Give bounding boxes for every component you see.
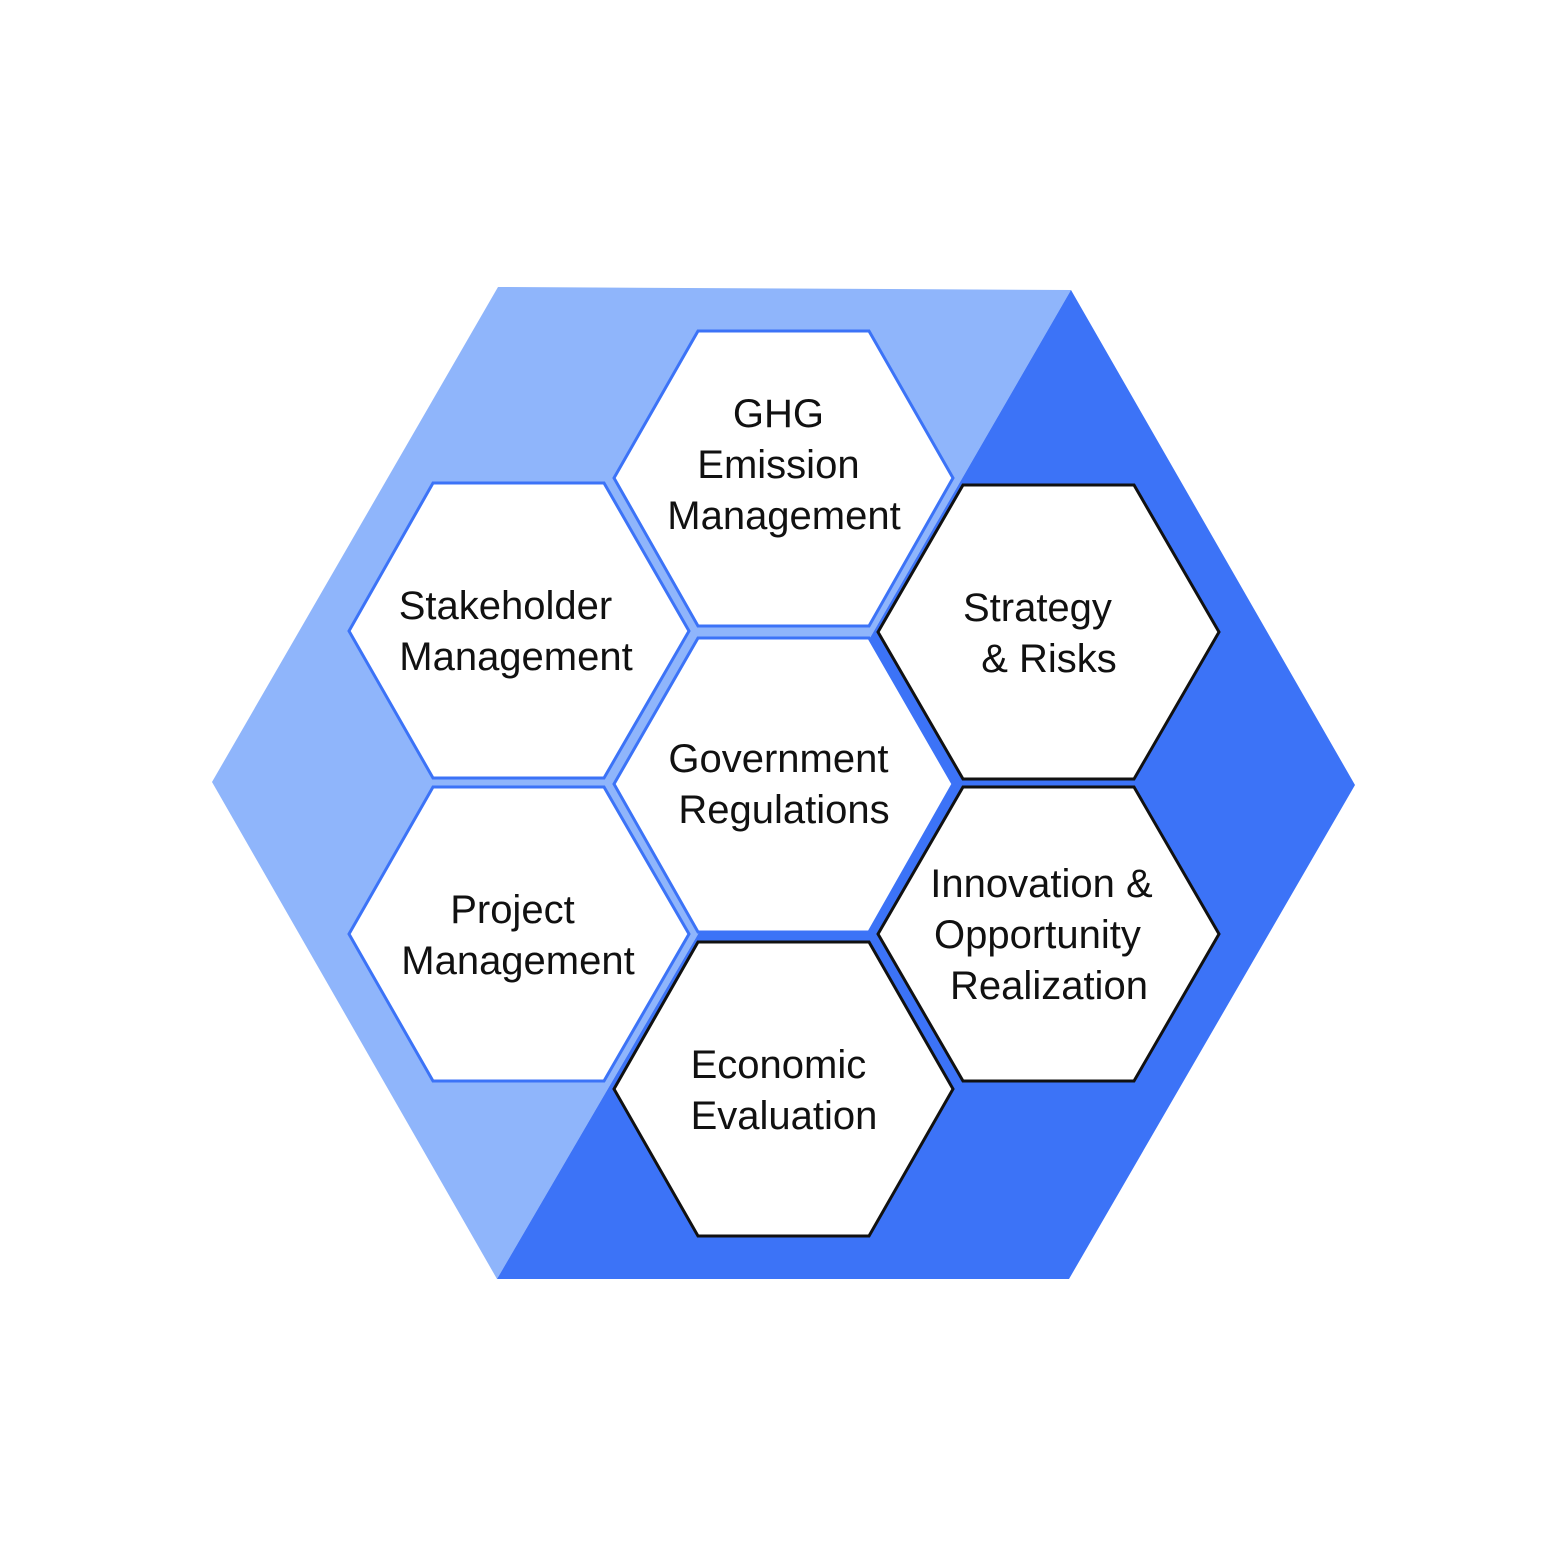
hex-cell-government-regulations: Government Regulations bbox=[612, 636, 955, 934]
svg-text:Government Regulations: Government Regulations bbox=[668, 737, 899, 832]
hex-cell-innovation-opportunity-realization: Innovation & Opportunity Realization bbox=[876, 785, 1221, 1083]
svg-text:Economic Evaluation: Economic Evaluation bbox=[691, 1043, 878, 1138]
hex-label-line: Opportunity bbox=[934, 913, 1141, 957]
hex-label-line: Project bbox=[450, 888, 575, 932]
hex-label-line: Economic bbox=[691, 1043, 867, 1087]
hex-label-line: Evaluation bbox=[691, 1094, 878, 1138]
svg-text:Project Management: Project Management bbox=[401, 888, 634, 983]
hex-cell-project-management: Project Management bbox=[347, 785, 691, 1083]
hex-cell-economic-evaluation: Economic Evaluation bbox=[612, 940, 955, 1238]
hex-label-line: Regulations bbox=[678, 788, 889, 832]
hex-label-line: Management bbox=[401, 939, 634, 983]
hex-label-line: Management bbox=[399, 635, 632, 679]
hex-label-line: Stakeholder bbox=[399, 584, 612, 628]
hex-label-line: Innovation & bbox=[930, 862, 1153, 906]
svg-text:GHG Emission Manag: GHG Emission Management bbox=[667, 392, 900, 538]
hex-label-line: Management bbox=[667, 494, 900, 538]
hex-label-line: Government bbox=[668, 737, 888, 781]
hex-cell-ghg-emission-management: GHG Emission Management bbox=[612, 329, 955, 628]
svg-text:Innovation & Opportunity: Innovation & Opportunity Realization bbox=[930, 862, 1164, 1008]
hex-label-line: & Risks bbox=[981, 637, 1117, 681]
svg-text:Strategy & Risks: Strategy & Risks bbox=[963, 586, 1123, 681]
hex-cell-strategy-risks: Strategy & Risks bbox=[876, 483, 1221, 781]
hex-label-line: Emission bbox=[697, 443, 859, 487]
hex-label-line: Strategy bbox=[963, 586, 1112, 630]
hex-label-line: GHG bbox=[733, 392, 824, 436]
hex-label-line: Realization bbox=[950, 964, 1148, 1008]
hex-cell-stakeholder-management: Stakeholder Management bbox=[347, 481, 691, 780]
svg-text:Stakeholder Management: Stakeholder Management bbox=[399, 584, 633, 679]
